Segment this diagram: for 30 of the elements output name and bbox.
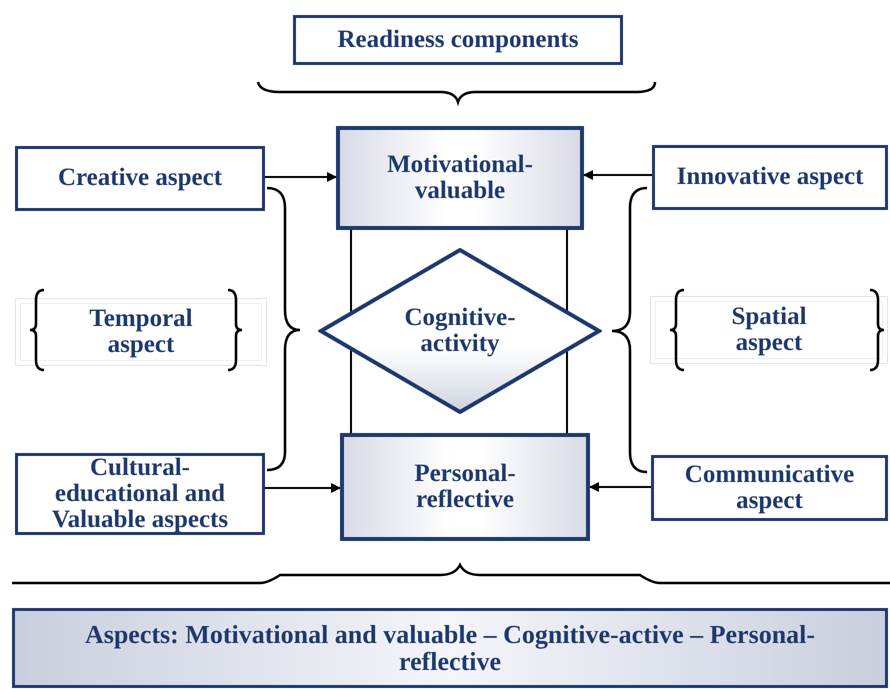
arrow: [589, 482, 651, 492]
summary-band: [12, 608, 888, 688]
arrow: [265, 483, 341, 493]
node-label: Personal-reflective: [413, 460, 517, 514]
aspect-box: [15, 146, 265, 211]
component-box: [340, 433, 590, 541]
node-label: Cultural-educational and Valuable aspects: [50, 454, 230, 534]
node-label: Spatial aspect: [730, 304, 808, 356]
aspect-box: [15, 453, 265, 535]
connector-line: [350, 350, 352, 433]
connector-line: [350, 230, 352, 312]
node-label: Innovative aspect: [676, 164, 864, 191]
decision-diamond: [318, 248, 602, 414]
node-label: Temporal aspect: [88, 306, 194, 358]
connector-line: [566, 351, 568, 433]
connector-line: [566, 230, 568, 311]
aspect-panel: [15, 298, 267, 366]
title-box: [293, 15, 623, 65]
arrow: [583, 170, 652, 180]
node-label: Aspects: Motivational and valuable – Cognitive-active – Personal-reflective: [84, 620, 816, 676]
node-label: Creative aspect: [58, 165, 222, 192]
component-box: [336, 126, 584, 230]
aspect-box: [651, 455, 888, 521]
node-label: Readiness components: [338, 26, 578, 54]
aspect-box: [652, 145, 888, 210]
aspect-panel: [650, 296, 888, 364]
node-label: Communicative aspect: [684, 462, 856, 514]
node-label: Cognitive-activity: [403, 304, 517, 358]
arrow: [265, 172, 337, 182]
node-label: Motivational-valuable: [386, 152, 534, 204]
